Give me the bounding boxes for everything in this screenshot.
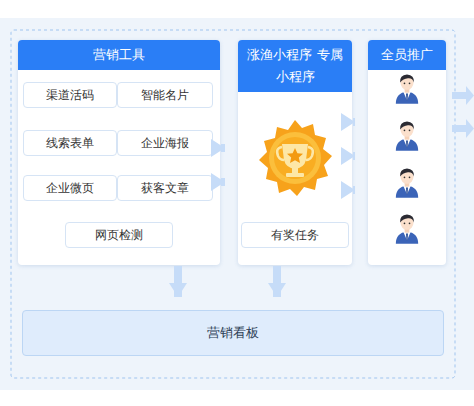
button-label: 获客文章: [118, 176, 212, 200]
flow-arrow: [353, 186, 355, 194]
tool-button: 智能名片: [117, 82, 213, 108]
tool-button: 网页检测: [65, 222, 173, 248]
task-button: 有奖任务: [241, 222, 349, 248]
panel-heading: 涨渔小程序 专属小程序: [238, 40, 352, 92]
staff-avatar: [396, 168, 418, 197]
button-label: 企业海报: [118, 131, 212, 155]
button-label: 渠道活码: [24, 83, 116, 107]
flow-arrow: [353, 118, 355, 126]
dashed-frame: [11, 30, 455, 378]
tool-button: 渠道活码: [23, 82, 117, 108]
exit-arrows: [452, 86, 474, 138]
staff-avatars: [396, 74, 418, 243]
mini-program-panel: 涨渔小程序 专属小程序有奖任务: [238, 40, 352, 265]
tool-button: 线索表单: [23, 130, 117, 156]
staff-avatar: [396, 121, 418, 150]
button-label: 线索表单: [24, 131, 116, 155]
panel-heading: 营销工具: [18, 40, 220, 70]
tool-button: 企业微页: [23, 175, 117, 201]
button-label: 有奖任务: [242, 223, 348, 247]
trophy-medal: [259, 120, 332, 196]
panel-heading: 全员推广: [368, 40, 446, 70]
button-label: 企业微页: [24, 176, 116, 200]
dashboard-bar: 营销看板: [22, 310, 444, 356]
bar-label: 营销看板: [23, 311, 443, 355]
flow-arrow: [221, 178, 225, 186]
flow-arrow: [221, 144, 225, 152]
button-label: 网页检测: [66, 223, 172, 247]
tool-button: 获客文章: [117, 175, 213, 201]
staff-avatar: [396, 214, 418, 243]
button-label: 智能名片: [118, 83, 212, 107]
promotion-panel: 全员推广: [368, 40, 446, 265]
tool-button: 企业海报: [117, 130, 213, 156]
flow-arrow: [353, 152, 355, 160]
ground: [0, 18, 474, 390]
flow-arrow: [174, 266, 182, 297]
tool-panel: 营销工具渠道活码智能名片线索表单企业海报企业微页获客文章网页检测: [18, 40, 220, 265]
staff-avatar: [396, 74, 418, 103]
flow-arrow: [273, 266, 281, 297]
